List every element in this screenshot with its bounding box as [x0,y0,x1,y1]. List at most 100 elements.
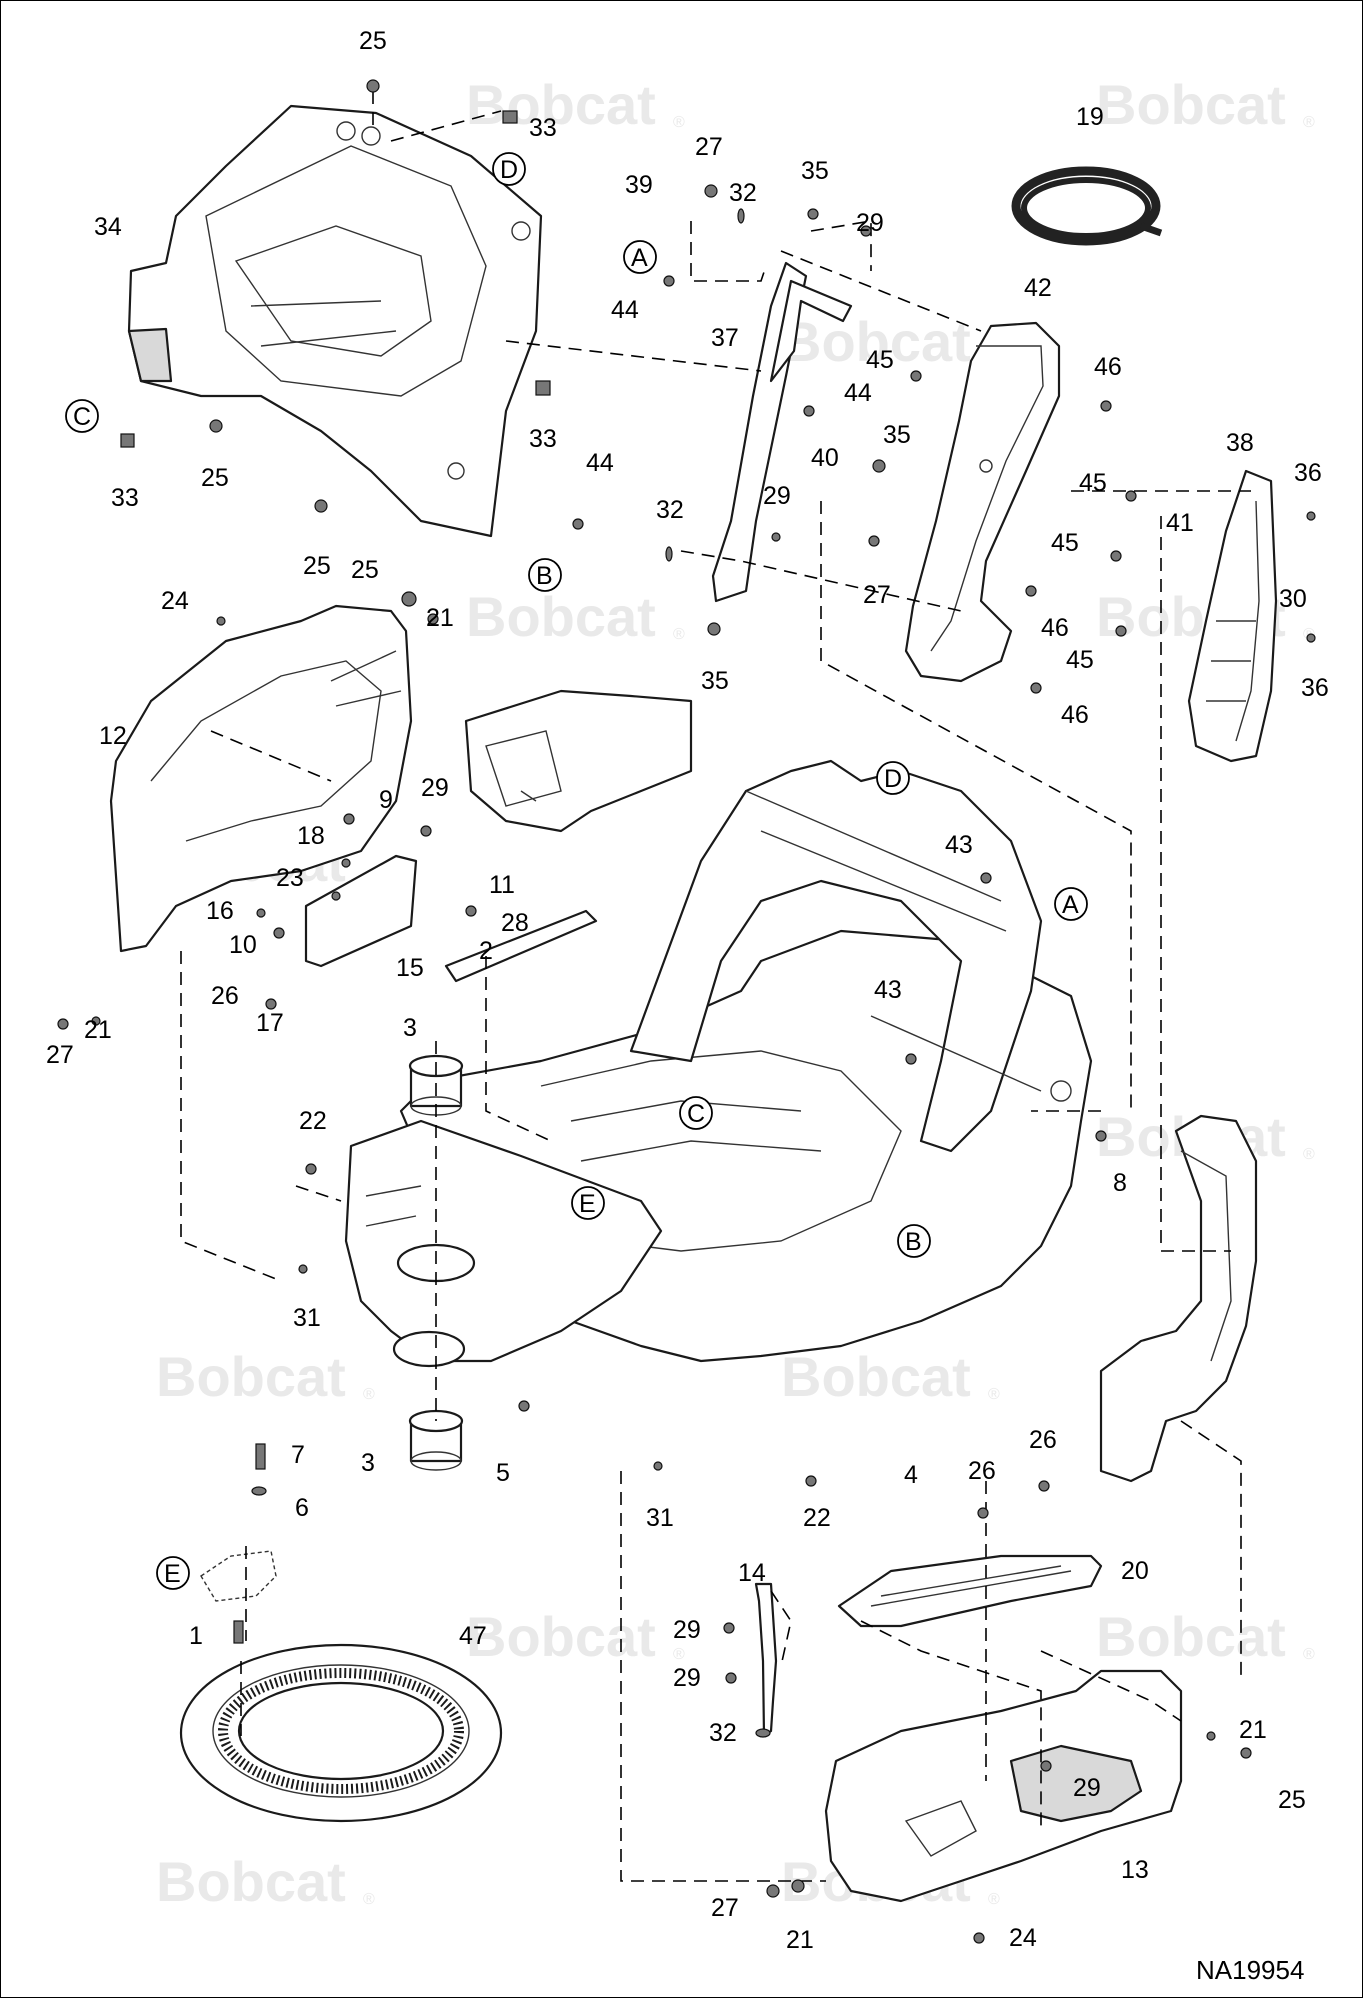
part-number: 37 [711,324,739,352]
leader-line [295,1185,342,1202]
part-number: 25 [201,464,229,492]
washer-icon [1206,1731,1216,1741]
bar [444,909,598,983]
part-number: 47 [459,1622,487,1650]
part-number: 7 [291,1441,305,1469]
part-number: 14 [738,1559,766,1587]
gasket-coil [1011,166,1163,246]
leader-line [1180,1420,1242,1681]
part-number: 29 [673,1664,701,1692]
part-number: 6 [295,1494,309,1522]
part-number-labels: 25 33 34 33 25 33 25 27 39 32 35 29 44 3… [46,27,1329,1954]
svg-text:Bobcat: Bobcat [156,1850,346,1913]
part-number: 32 [709,1719,737,1747]
watermark-bobcat: Bobcat® [781,1345,1000,1408]
part-number: 45 [1051,529,1079,557]
part-number: 31 [293,1304,321,1332]
washer-icon [737,208,745,224]
part-number: 29 [856,209,884,237]
part-number: 27 [695,133,723,161]
vertical-bracket [711,261,853,603]
bolt-icon [1306,633,1316,643]
part-number: 24 [1009,1924,1037,1952]
part-number: 45 [1079,469,1107,497]
step-plate [837,1554,1103,1628]
svg-text:Bobcat: Bobcat [781,310,971,373]
bolt-icon [1240,1747,1252,1759]
nut-icon [535,380,551,396]
bolt-icon [1306,511,1316,521]
part-number: 43 [874,976,902,1004]
bolt-icon [305,1163,317,1175]
bolt-icon [209,419,223,433]
bolt-icon [905,1053,917,1065]
part-number: 31 [646,1504,674,1532]
part-number: 33 [111,484,139,512]
bolt-icon [860,225,872,237]
callout-a-frame: A [1054,887,1088,921]
part-number: 33 [529,425,557,453]
leader-line [810,220,872,271]
left-fender [109,604,413,953]
svg-text:Bobcat: Bobcat [781,1345,971,1408]
bolt-icon [1110,550,1122,562]
side-panel [904,321,1061,683]
washer-icon [298,1264,308,1274]
part-number: 45 [1066,646,1094,674]
bolt-icon [572,518,584,530]
small-bracket [754,1582,778,1738]
nut-icon [766,1884,780,1898]
part-number: 32 [729,179,757,207]
part-number: 45 [866,346,894,374]
svg-text:Bobcat: Bobcat [466,73,656,136]
part-number: 26 [968,1457,996,1485]
leader-line [1160,516,1231,1252]
rear-cover-panel [127,104,543,538]
part-number: 24 [161,587,189,615]
callout-a-top: A [623,240,657,274]
part-number: 36 [1294,459,1322,487]
leader-line [860,1620,1042,1831]
washer-icon [868,535,880,547]
part-number: 46 [1041,614,1069,642]
part-number: 27 [863,581,891,609]
part-number: 44 [844,379,872,407]
bolt-icon [518,1400,530,1412]
svg-text:Bobcat: Bobcat [1096,1605,1286,1668]
svg-text:®: ® [363,1891,375,1908]
part-number: 28 [501,909,529,937]
bolt-icon [314,499,328,513]
part-number: 34 [94,213,122,241]
watermark-bobcat: Bobcat ® [156,1850,375,1913]
part-number: 42 [1024,274,1052,302]
drawing-number: NA19954 [1196,1955,1304,1985]
svg-text:Bobcat: Bobcat [466,585,656,648]
svg-text:Bobcat: Bobcat [1096,73,1286,136]
part-number: 11 [489,871,515,899]
washer-icon [91,1016,101,1026]
nut-icon [1040,1760,1052,1772]
bolt-icon [663,275,675,287]
part-number: 32 [656,496,684,524]
watermark-bobcat: Bobcat® [1096,73,1315,136]
swing-bearing [179,1643,503,1823]
part-number: 1 [189,1622,203,1650]
part-number: 3 [361,1449,375,1477]
nut-icon [120,433,135,448]
nut-icon [723,1622,735,1634]
side-lamp [1187,469,1278,763]
part-number: 4 [904,1461,918,1489]
svg-text:E: E [164,1560,181,1588]
part-number: 8 [1113,1169,1127,1197]
part-number: 27 [711,1894,739,1922]
mount-plate [200,1550,277,1602]
part-number: 35 [701,667,729,695]
bolt-icon [1100,400,1112,412]
part-number: 35 [801,157,829,185]
nut-icon [771,532,781,542]
leader-line [820,501,1132,1111]
leader-line [620,1471,826,1882]
leader-line [690,221,767,282]
callout-d-frame: D [876,761,910,795]
svg-text:B: B [536,562,553,590]
